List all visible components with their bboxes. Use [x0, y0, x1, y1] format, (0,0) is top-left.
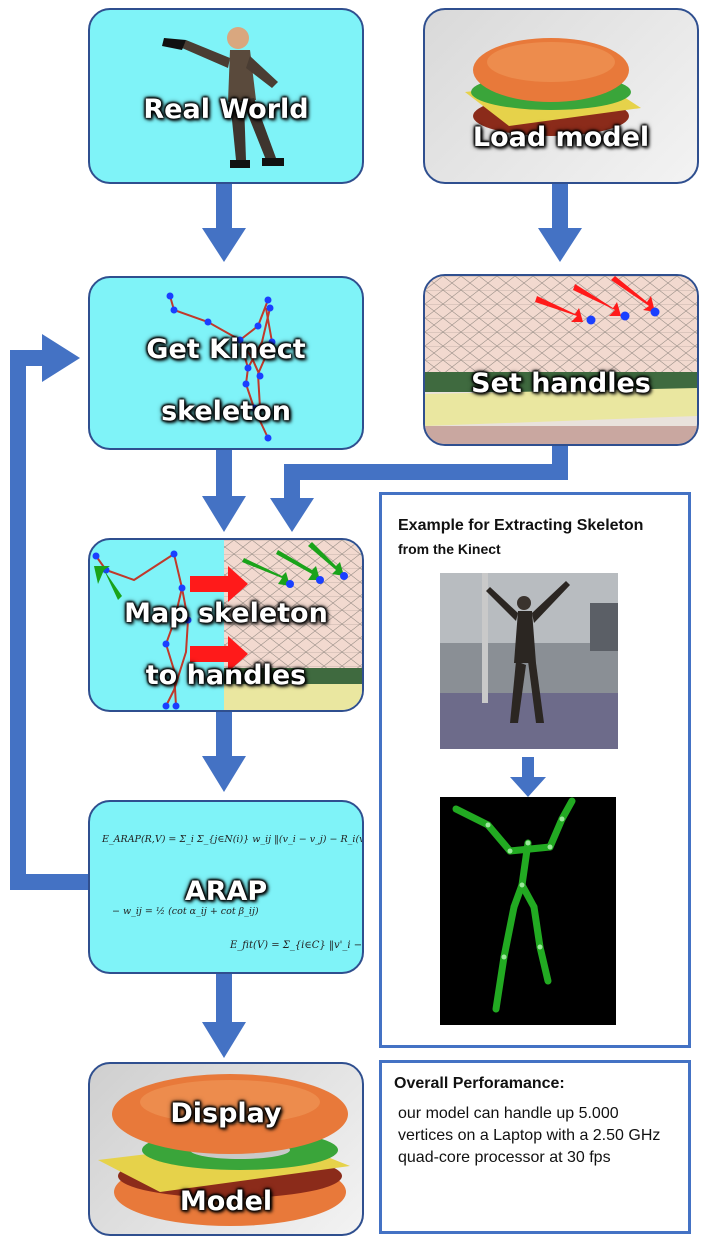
arrow-skeleton-to-map	[216, 448, 232, 498]
real-world-label: Real World	[143, 94, 309, 125]
performance-text: our model can handle up 5.000 vertices o…	[398, 1105, 661, 1166]
example-title-line1: Example for Extracting Skeleton	[398, 517, 644, 534]
map-label-line1: Map skeleton	[124, 598, 328, 629]
arrow-realworld-to-skeleton	[216, 182, 232, 230]
arrow-load-to-handles	[552, 182, 568, 230]
load-model-label: Load model	[472, 122, 650, 153]
display-label-line1: Display	[170, 1098, 282, 1129]
weight-equation: − w_ij = ½ (cot α_ij + cot β_ij)	[112, 906, 259, 917]
example-skeleton-panel: Example for Extracting Skeleton from the…	[379, 492, 691, 1048]
display-label-line2: Model	[179, 1186, 273, 1217]
example-title-line2: from the Kinect	[398, 541, 501, 557]
step-get-kinect-skeleton: Get Kinect skeleton	[88, 276, 364, 450]
get-kinect-label-line1: Get Kinect	[146, 334, 306, 365]
performance-panel: Overall Perforamance: our model can hand…	[379, 1060, 691, 1234]
kinect-photo	[440, 573, 618, 749]
mr-bean-figure	[162, 27, 284, 168]
kinect-skeleton-diagram	[166, 292, 276, 442]
arrow-map-to-arap	[216, 710, 232, 758]
performance-title: Overall Perforamance:	[394, 1075, 565, 1092]
step-map-skeleton: Map skeleton to handles	[88, 538, 364, 712]
burger-model-image	[465, 38, 641, 136]
set-handles-label: Set handles	[471, 368, 651, 399]
kinect-skeleton-render	[440, 797, 616, 1025]
arap-energy-equation: E_ARAP(R,V) = Σ_i Σ_{j∈N(i)} w_ij ‖(v_i …	[102, 834, 364, 845]
step-display-model: Display Model	[88, 1062, 364, 1236]
step-real-world: Real World	[88, 8, 364, 184]
map-label-line2: to handles	[145, 660, 307, 691]
fit-energy-equation: E_fit(V) = Σ_{i∈C} ‖v'_i − v_i‖²₂	[230, 940, 363, 951]
map-skeleton-diagram	[92, 540, 362, 710]
arrow-arap-to-display	[216, 972, 232, 1024]
display-burger-image	[98, 1074, 350, 1226]
arap-label: ARAP	[184, 876, 268, 907]
get-kinect-label-line2: skeleton	[161, 396, 291, 427]
arrow-feedback-loop	[10, 874, 90, 890]
handles-mesh-image	[425, 276, 697, 444]
step-load-model: Load model	[423, 8, 699, 184]
step-set-handles: Set handles	[423, 274, 699, 446]
step-arap: E_ARAP(R,V) = Σ_i Σ_{j∈N(i)} w_ij ‖(v_i …	[88, 800, 364, 974]
panel-down-arrow	[510, 757, 546, 797]
